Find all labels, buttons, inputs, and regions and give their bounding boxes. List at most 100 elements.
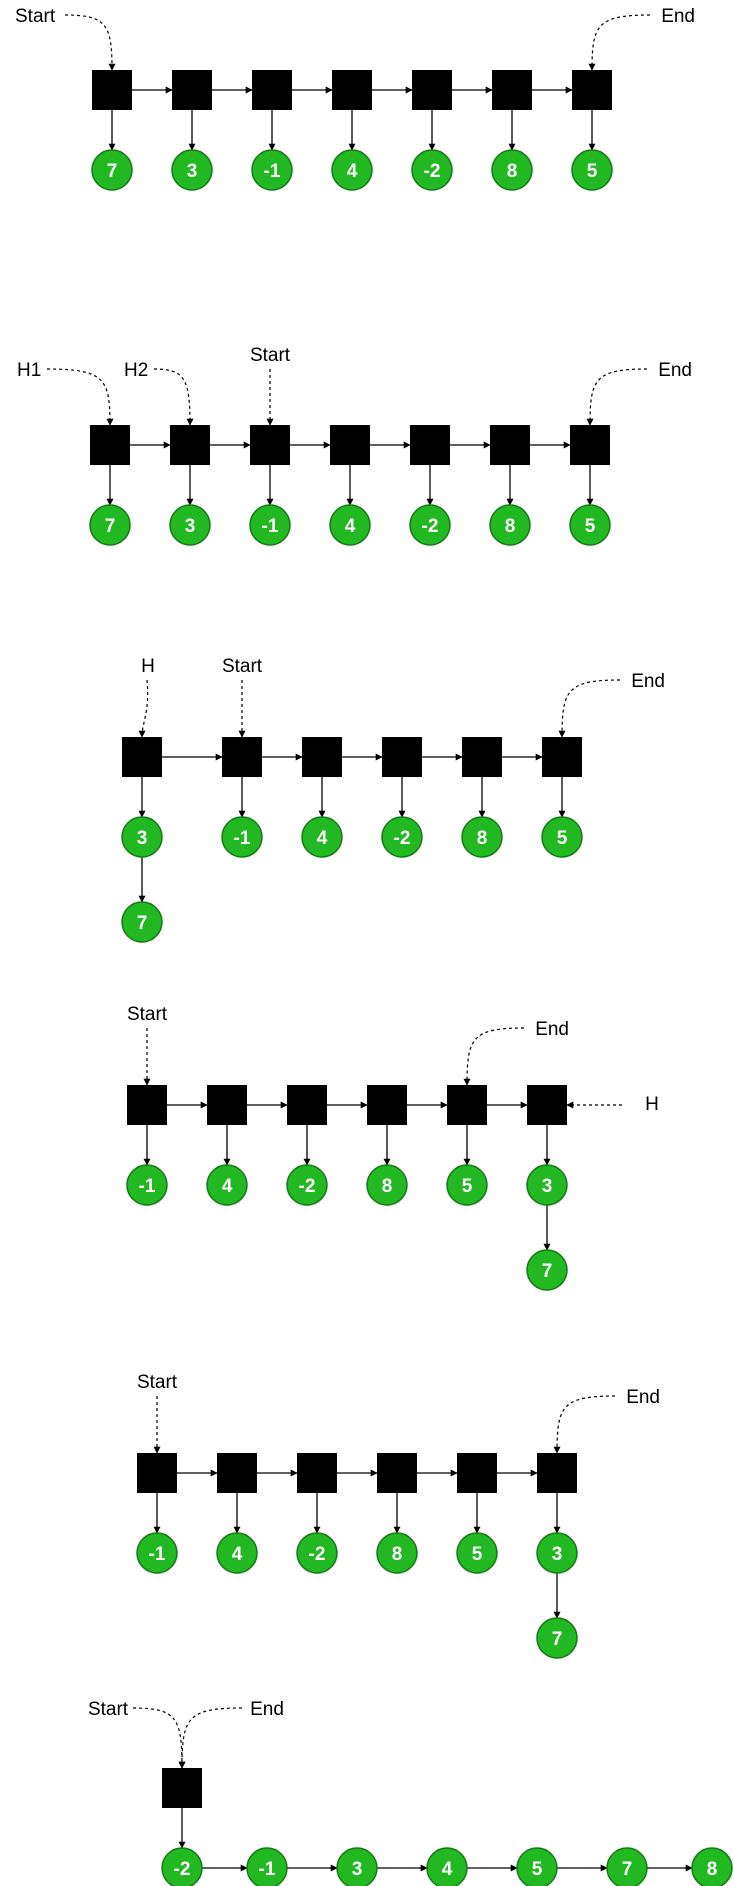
- stage-3-pointer-end-label: End: [631, 671, 665, 692]
- stage-3-node-1-value-1-text: 3: [137, 828, 148, 849]
- stage-3-node-6: [542, 737, 582, 777]
- stage-2-node-6-value-1: [489, 504, 531, 546]
- stage-1-node-2: [172, 70, 212, 110]
- stage-5-pointer-end-arrow: [553, 1395, 616, 1454]
- stage-1-node-1-value-1: [91, 149, 133, 191]
- stage-4-node-1-value-1-text: -1: [139, 1176, 156, 1197]
- stage-2-node-3: [250, 425, 290, 465]
- stage-4-node-3: [287, 1085, 327, 1125]
- stage-2-pointer-h2-arrow: [153, 368, 194, 426]
- stage-5-node-1: [137, 1453, 177, 1493]
- stage-4-node-2-value-1: [206, 1164, 248, 1206]
- stage-5-node-4-value-1-text: 8: [392, 1544, 403, 1565]
- stage-4-node-6-value-1: [526, 1164, 568, 1206]
- stage-4-pointer-end-label: End: [535, 1019, 569, 1040]
- stage-4-node-6-value-2: [526, 1249, 568, 1291]
- stage-4-node-1: [127, 1085, 167, 1125]
- stage-6-value-5-text: 5: [532, 1859, 543, 1880]
- stage-5-node-6-value-1-text: 3: [552, 1544, 563, 1565]
- stage-2-pointer-h1-arrow: [46, 368, 114, 426]
- stage-4-node-2-value-1-text: 4: [222, 1176, 233, 1197]
- stage-4-pointer-start-label: Start: [127, 1004, 168, 1025]
- stage-3-node-1-value-2-text: 7: [137, 913, 148, 934]
- stage-3-node-4: [382, 737, 422, 777]
- stage-6-value-4-text: 4: [442, 1859, 453, 1880]
- stage-4-node-6-value-2-text: 7: [542, 1261, 553, 1282]
- stage-3-pointer-h-label: H: [141, 656, 155, 677]
- stage-4-node-2: [207, 1085, 247, 1125]
- stage-6-value-3: [336, 1847, 378, 1886]
- stage-4-node-1-value-1: [126, 1164, 168, 1206]
- stage-3-pointer-h-arrow: [138, 679, 149, 738]
- stage-5-node-3-value-1: [296, 1532, 338, 1574]
- stage-4-node-6-value-1-text: 3: [542, 1176, 553, 1197]
- stage-2-pointer-h2-label: H2: [124, 360, 148, 381]
- stage-1-node-1-value-1-text: 7: [107, 161, 118, 182]
- stage-6-value-3-text: 3: [352, 1859, 363, 1880]
- stage-5-node-1-value-1-text: -1: [149, 1544, 166, 1565]
- stage-1-pointer-end-arrow: [588, 14, 651, 71]
- stage-1-pointer-start-arrow: [64, 14, 116, 71]
- stage-3-node-4-value-1-text: -2: [394, 828, 411, 849]
- stage-1-node-1: [92, 70, 132, 110]
- stage-3-node-5: [462, 737, 502, 777]
- stage-4-node-4-value-1: [366, 1164, 408, 1206]
- stage-5-node-3-value-1-text: -2: [309, 1544, 326, 1565]
- stage-2-node-2-value-1: [169, 504, 211, 546]
- stage-5-pointer-start-label: Start: [137, 1372, 178, 1393]
- stage-2-node-4-value-1-text: 4: [345, 516, 356, 537]
- stage-2-node-1: [90, 425, 130, 465]
- stage-2-node-7: [570, 425, 610, 465]
- stage-1-pointer-end-label: End: [661, 6, 695, 27]
- stage-3-node-5-value-1: [461, 816, 503, 858]
- stage-2-node-1-value-1-text: 7: [105, 516, 116, 537]
- stage-2-node-2: [170, 425, 210, 465]
- stage-1-node-7-value-1: [571, 149, 613, 191]
- stage-1-node-6-value-1-text: 8: [507, 161, 518, 182]
- stage-1-pointer-start-label: Start: [15, 6, 56, 27]
- stage-3-node-3: [302, 737, 342, 777]
- stage-6-pointer-start-arrow: [132, 1707, 186, 1769]
- stage-3-pointer-start-label: Start: [222, 656, 263, 677]
- stage-2-node-5: [410, 425, 450, 465]
- stage-2-node-1-value-1: [89, 504, 131, 546]
- stage-6-value-2: [246, 1847, 288, 1886]
- stage-1-node-5-value-1-text: -2: [424, 161, 441, 182]
- stage-2-node-7-value-1: [569, 504, 611, 546]
- stage-2-node-5-value-1-text: -2: [422, 516, 439, 537]
- stage-2-pointer-end-arrow: [586, 368, 648, 426]
- stage-1-node-7: [572, 70, 612, 110]
- stage-4-node-3-value-1: [286, 1164, 328, 1206]
- stage-3-node-2-value-1: [221, 816, 263, 858]
- stage-2-node-5-value-1: [409, 504, 451, 546]
- stage-6-value-6: [606, 1847, 648, 1886]
- stage-2-pointer-end-label: End: [658, 360, 692, 381]
- stage-6-pointer-end-arrow: [178, 1707, 243, 1769]
- stage-6-value-7-text: 8: [707, 1859, 718, 1880]
- stage-6-value-4: [426, 1847, 468, 1886]
- stage-3-node-6-value-1-text: 5: [557, 828, 568, 849]
- stage-5-node-2-value-1-text: 4: [232, 1544, 243, 1565]
- stage-1-node-5: [412, 70, 452, 110]
- stage-6-value-6-text: 7: [622, 1859, 633, 1880]
- stage-3-node-3-value-1: [301, 816, 343, 858]
- stage-6-node-1: [162, 1768, 202, 1808]
- stage-4-node-6: [527, 1085, 567, 1125]
- stage-5-pointer-end-label: End: [626, 1387, 660, 1408]
- stage-4-node-5-value-1-text: 5: [462, 1176, 473, 1197]
- stage-1-node-2-value-1: [171, 149, 213, 191]
- stage-3-node-5-value-1-text: 8: [477, 828, 488, 849]
- stage-4-pointer-end-arrow: [463, 1027, 525, 1086]
- stage-1-node-6-value-1: [491, 149, 533, 191]
- stage-6-value-2-text: -1: [259, 1859, 276, 1880]
- stage-4-node-4-value-1-text: 8: [382, 1176, 393, 1197]
- stage-3-node-3-value-1-text: 4: [317, 828, 328, 849]
- stage-5-node-6-value-1: [536, 1532, 578, 1574]
- stage-4-node-3-value-1-text: -2: [299, 1176, 316, 1197]
- stage-2-pointer-start-label: Start: [250, 345, 291, 366]
- stage-3-node-2: [222, 737, 262, 777]
- stage-1-node-3: [252, 70, 292, 110]
- stage-5-node-2: [217, 1453, 257, 1493]
- stage-4-node-5-value-1: [446, 1164, 488, 1206]
- stage-3-node-6-value-1: [541, 816, 583, 858]
